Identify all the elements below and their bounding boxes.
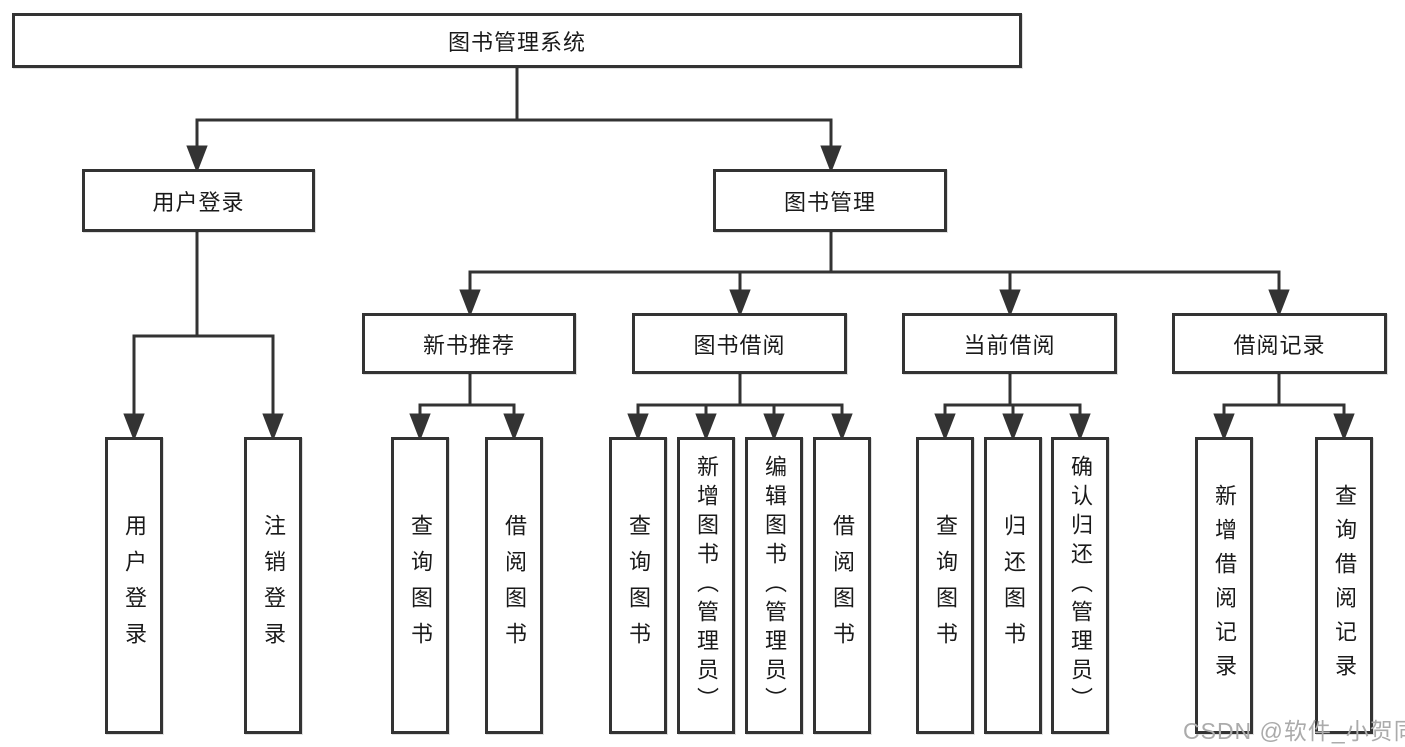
node-label: 借阅图书 (502, 513, 527, 658)
leaf-add-book-admin: 新增图书（管理员） (677, 437, 735, 734)
node-label: 图书管理系统 (447, 29, 586, 55)
node-current-borrowing: 当前借阅 (902, 313, 1117, 374)
leaf-borrow-books: 借阅图书 (813, 437, 871, 734)
connector-borrowing-records-branch (1213, 374, 1355, 442)
node-label: 查询图书 (408, 513, 433, 658)
node-label: 图书管理 (783, 189, 876, 215)
connector-user-login-branch (123, 232, 284, 442)
node-label: 查询图书 (933, 513, 958, 658)
connector-new-book-recommend-branch (409, 374, 525, 442)
connector-current-borrowing-branch (934, 374, 1091, 442)
csdn-watermark: CSDN @软件_小贺同学 (1183, 718, 1405, 744)
node-borrowing-records: 借阅记录 (1172, 313, 1387, 374)
node-user-login: 用户登录 (82, 169, 315, 232)
node-label: 图书借阅 (693, 332, 786, 358)
node-label: 查询图书 (626, 513, 651, 658)
node-label: 确认归还（管理员） (1068, 455, 1093, 716)
connector-root-to-level2 (186, 68, 842, 174)
node-label: 借阅记录 (1233, 332, 1326, 358)
node-label: 编辑图书（管理员） (762, 455, 787, 716)
connector-book-borrowing-branch (627, 374, 853, 442)
leaf-confirm-return-admin: 确认归还（管理员） (1051, 437, 1109, 734)
leaf-query-books-recommend: 查询图书 (391, 437, 449, 734)
node-library-management-system: 图书管理系统 (12, 13, 1022, 68)
leaf-add-borrow-record: 新增借阅记录 (1195, 437, 1253, 734)
leaf-query-books-borrowing: 查询图书 (609, 437, 667, 734)
leaf-edit-book-admin: 编辑图书（管理员） (745, 437, 803, 734)
node-label: 新书推荐 (422, 332, 515, 358)
node-book-management: 图书管理 (713, 169, 947, 232)
node-label: 当前借阅 (963, 332, 1056, 358)
node-book-borrowing: 图书借阅 (632, 313, 847, 374)
node-new-book-recommend: 新书推荐 (362, 313, 576, 374)
leaf-query-books-current: 查询图书 (916, 437, 974, 734)
leaf-return-books: 归还图书 (984, 437, 1042, 734)
leaf-query-borrow-record: 查询借阅记录 (1315, 437, 1373, 734)
node-label: 查询借阅记录 (1332, 483, 1357, 688)
connector-book-management-to-level3 (459, 232, 1290, 318)
leaf-borrow-books-recommend: 借阅图书 (485, 437, 543, 734)
node-label: 用户登录 (122, 513, 147, 658)
leaf-user-login: 用户登录 (105, 437, 163, 734)
node-label: 注销登录 (261, 513, 286, 658)
node-label: 归还图书 (1001, 513, 1026, 658)
node-label: 新增借阅记录 (1212, 483, 1237, 688)
node-label: 新增图书（管理员） (694, 455, 719, 716)
node-label: 借阅图书 (830, 513, 855, 658)
node-label: 用户登录 (152, 189, 245, 215)
leaf-logout: 注销登录 (244, 437, 302, 734)
